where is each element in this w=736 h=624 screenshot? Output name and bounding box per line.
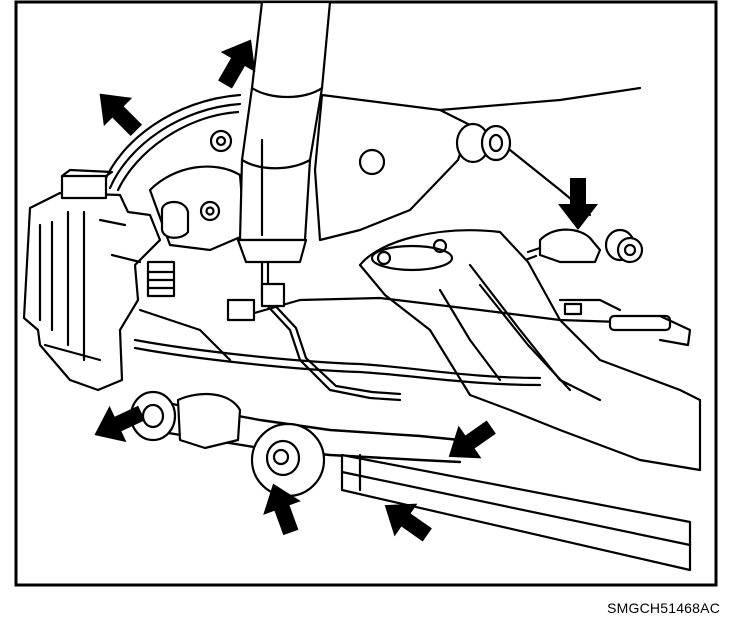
brake-caliper xyxy=(22,168,162,392)
solid-black-arrow-icon xyxy=(218,39,256,89)
crossmember xyxy=(358,229,702,472)
lower-rail xyxy=(340,453,692,572)
connector-rod xyxy=(558,298,622,316)
solid-black-arrow-icon xyxy=(558,178,598,230)
line-art xyxy=(22,0,702,572)
frame-border xyxy=(14,0,718,587)
upper-bracket xyxy=(313,86,642,242)
figure-code: SMGCH51468AC xyxy=(607,600,720,616)
brake-cable xyxy=(133,296,692,387)
abs-wiring xyxy=(226,260,402,402)
brake-rotor xyxy=(101,93,242,192)
right-bushing-cluster xyxy=(518,228,644,264)
solid-black-arrow-icon xyxy=(94,405,145,443)
solid-black-arrow-icon xyxy=(263,483,301,536)
lower-control-arm xyxy=(129,390,462,498)
solid-black-arrow-icon xyxy=(99,93,143,137)
steering-knuckle xyxy=(138,129,247,362)
strut xyxy=(236,0,332,264)
solid-black-arrow-icon xyxy=(448,420,496,459)
upper-right-bushing xyxy=(455,122,592,217)
callout-arrows xyxy=(94,39,598,542)
solid-black-arrow-icon xyxy=(384,503,432,542)
